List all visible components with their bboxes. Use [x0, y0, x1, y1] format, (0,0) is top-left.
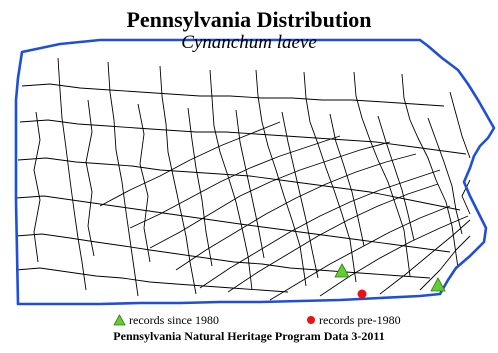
legend: records since 1980 records pre-1980: [0, 312, 498, 328]
legend-label-since-1980: records since 1980: [129, 313, 219, 327]
green-triangle-icon: [113, 314, 126, 326]
red-dot-icon: [307, 316, 315, 324]
legend-item-since-1980: records since 1980: [113, 312, 219, 328]
state-outline: [14, 38, 496, 306]
county-boundaries: [15, 57, 471, 301]
record-since-1980-marker: [334, 263, 350, 278]
data-credit: Pennsylvania Natural Heritage Program Da…: [113, 329, 385, 343]
legend-item-pre-1980: records pre-1980: [306, 312, 401, 328]
legend-label-pre-1980: records pre-1980: [319, 313, 401, 327]
map-title: Pennsylvania Distribution: [126, 7, 372, 32]
occurrence-markers: [334, 263, 446, 299]
record-since-1980-marker: [430, 277, 446, 292]
record-pre-1980-marker: [357, 289, 367, 299]
species-name: Cynanchum laeve: [181, 32, 317, 53]
